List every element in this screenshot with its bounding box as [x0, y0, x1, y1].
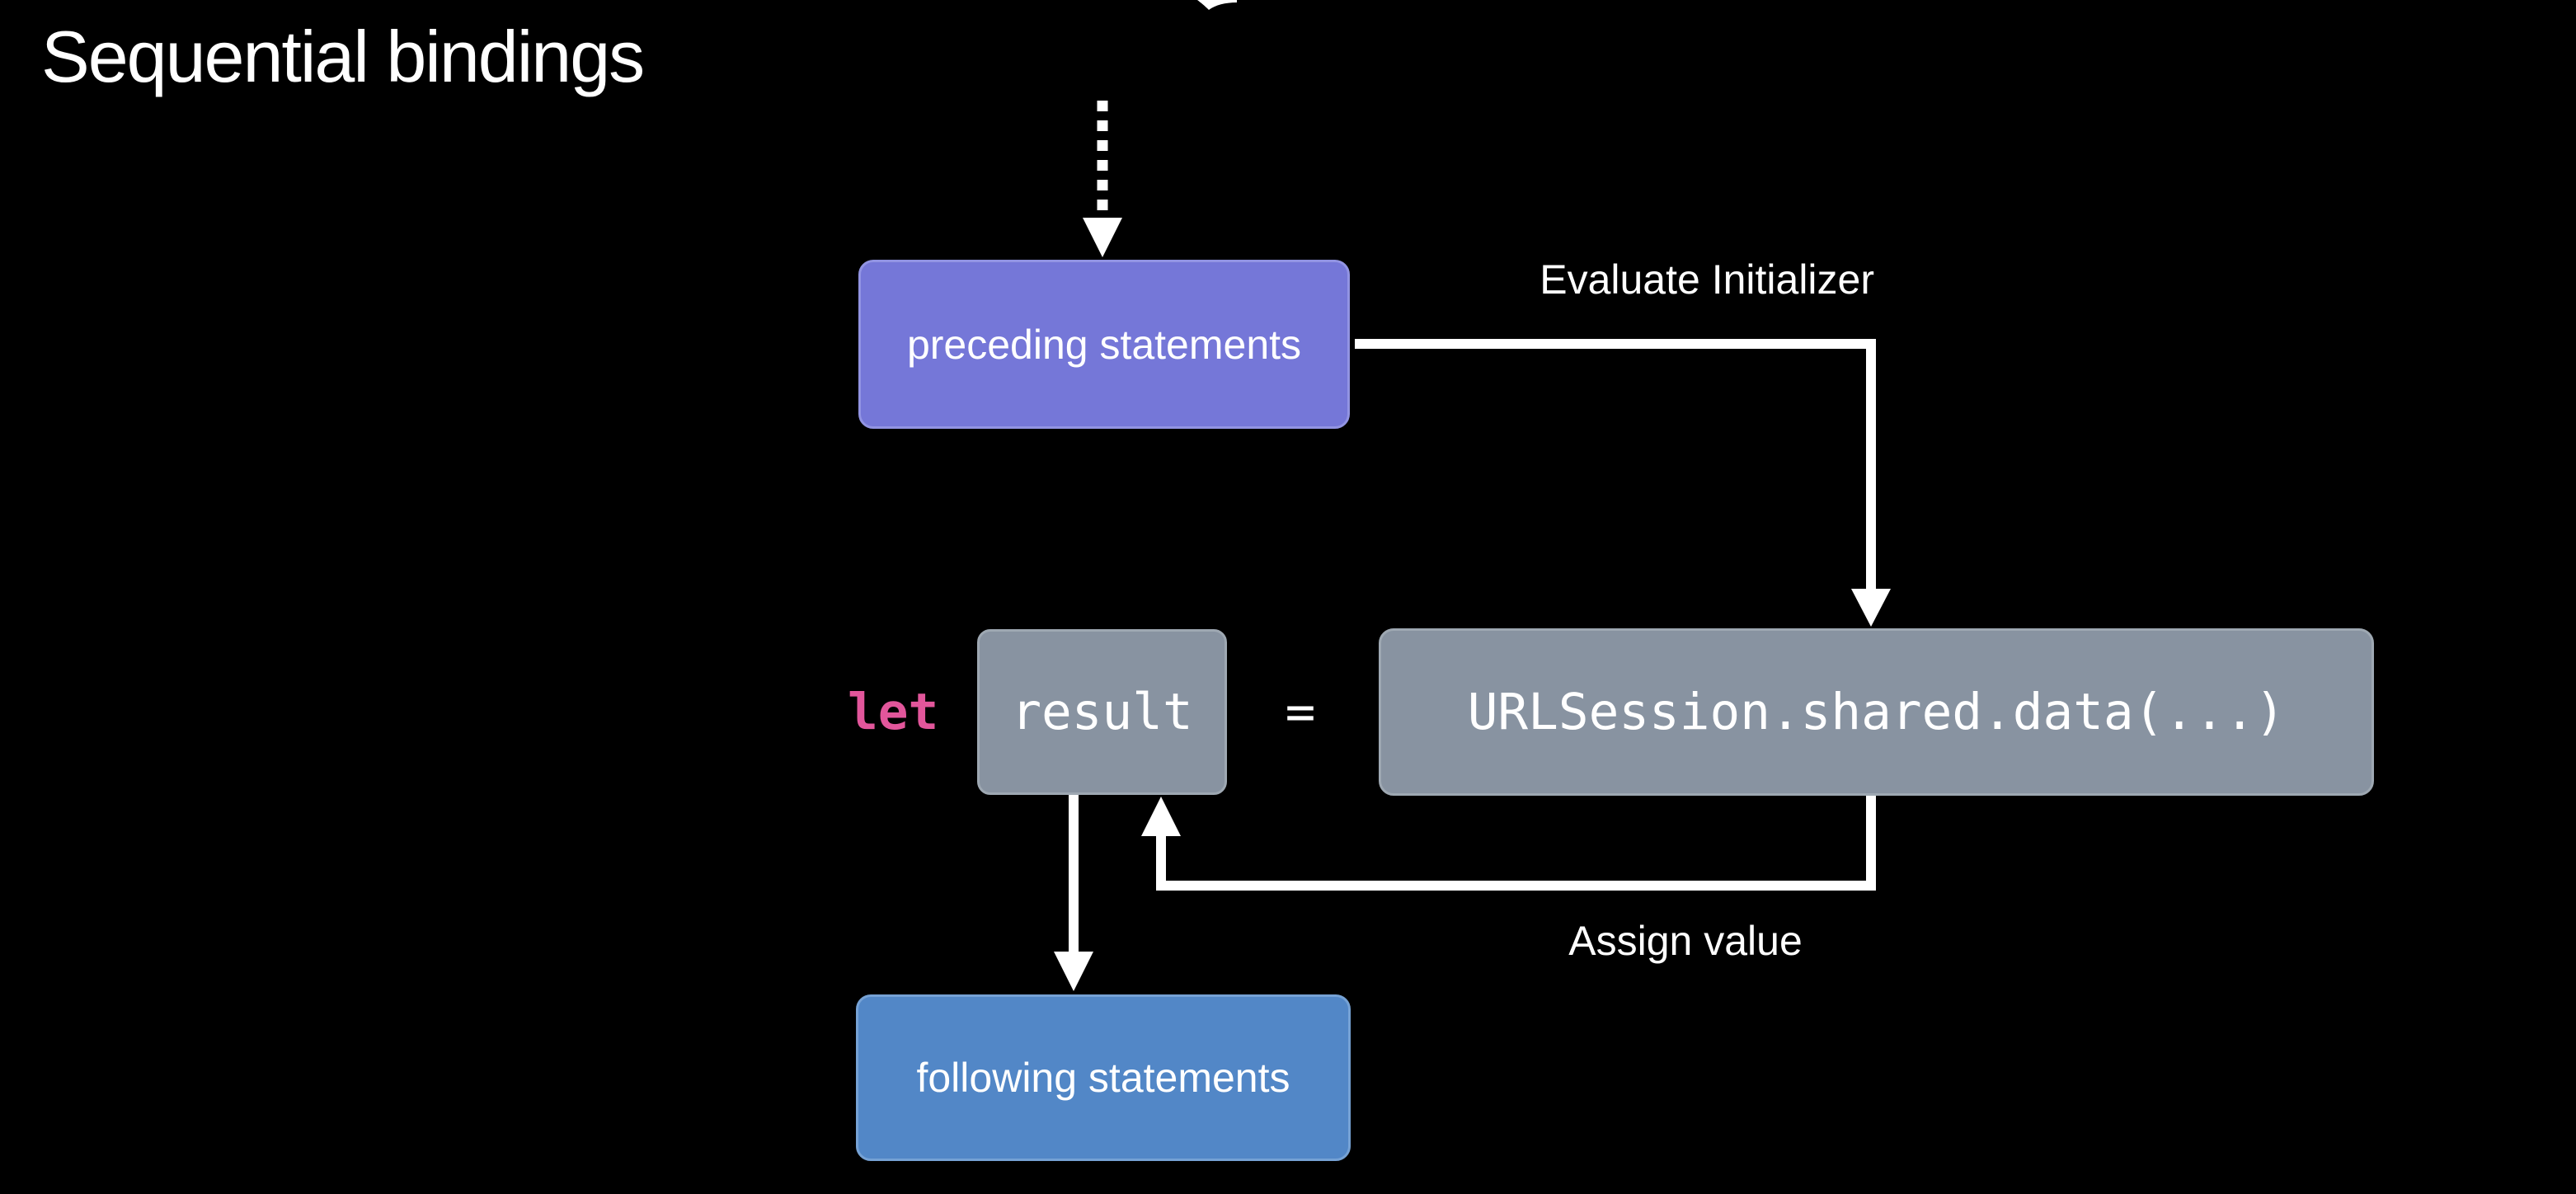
preceding-statements-label: preceding statements	[906, 321, 1302, 368]
assign-value-arrow	[1141, 796, 1876, 891]
arrowhead-down-icon	[1083, 218, 1122, 257]
preceding-statements-box: preceding statements	[858, 260, 1350, 429]
equals-sign: =	[1285, 683, 1316, 741]
result-binding-box: result	[977, 629, 1227, 795]
arrowhead-down-icon	[1054, 952, 1093, 991]
slide-title: Sequential bindings	[41, 16, 645, 97]
arrowhead-up-icon	[1141, 797, 1181, 836]
assign-value-label: Assign value	[1568, 918, 1803, 964]
following-statements-label: following statements	[916, 1055, 1290, 1101]
next-statement-arrow	[1054, 794, 1093, 991]
dashed-flow-arrow	[1083, 101, 1122, 257]
initializer-expression-label: URLSession.shared.data(...)	[1467, 683, 2286, 741]
clipped-glyph-fragment	[1197, 0, 1237, 10]
evaluate-initializer-arrow	[1355, 339, 1891, 627]
following-statements-box: following statements	[856, 994, 1351, 1161]
arrowhead-down-icon	[1851, 589, 1891, 627]
let-keyword: let	[848, 683, 939, 741]
result-binding-label: result	[1011, 683, 1193, 741]
initializer-expression-box: URLSession.shared.data(...)	[1379, 628, 2374, 796]
evaluate-initializer-label: Evaluate Initializer	[1539, 256, 1874, 303]
